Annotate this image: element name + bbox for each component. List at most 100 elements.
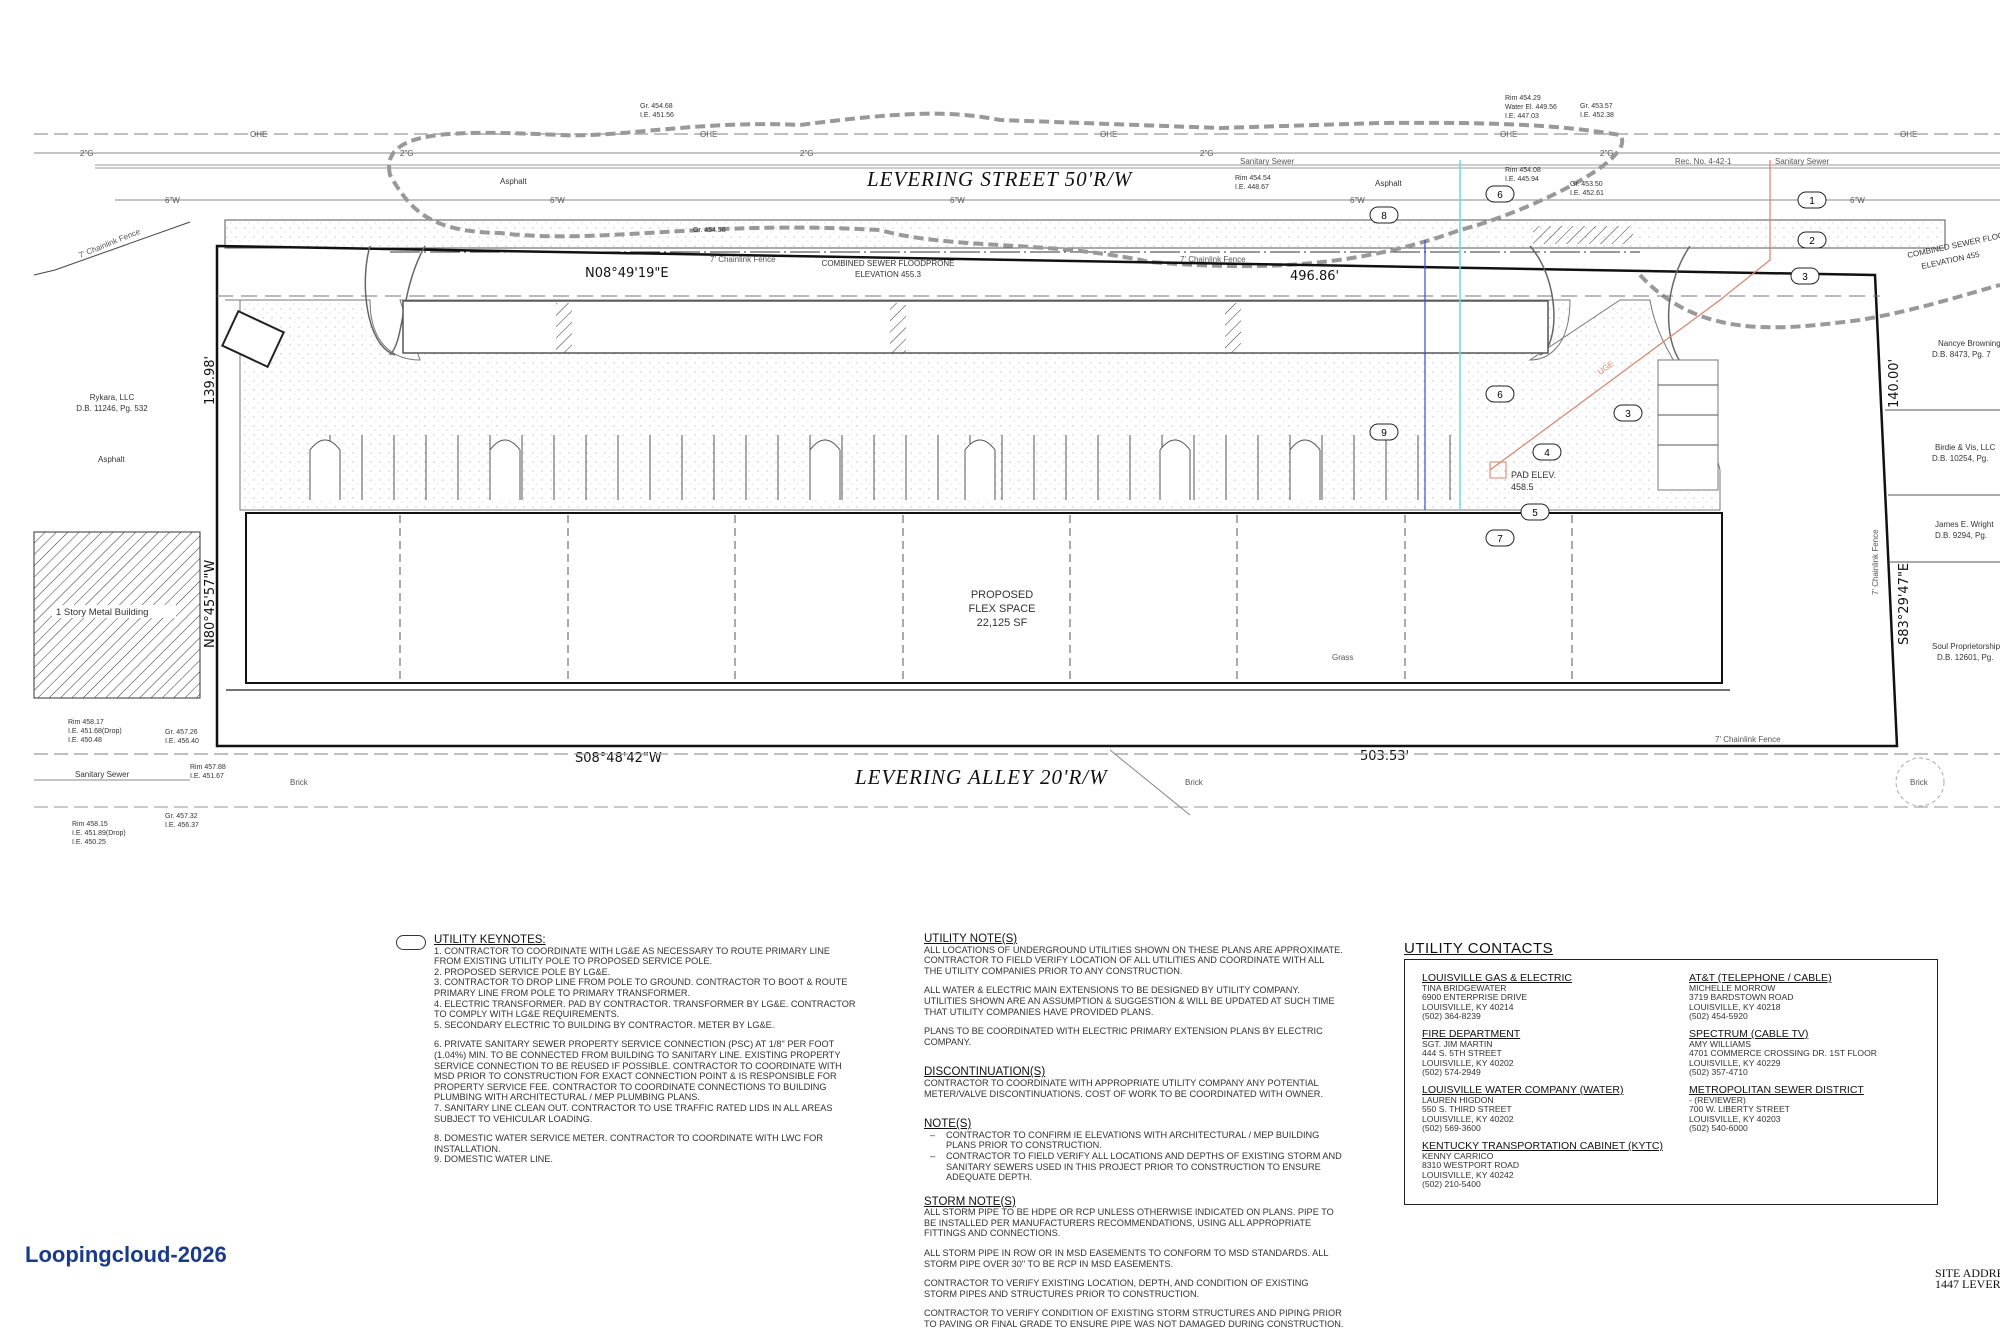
owner-deed: D.B. 12601, Pg. xyxy=(1937,653,1993,662)
contact-line: TINA BRIDGEWATER xyxy=(1422,982,1507,993)
ohe-label: OHE xyxy=(1900,130,1917,139)
owner-deed: D.B. 9294, Pg. xyxy=(1935,531,1987,540)
owner-name: Rykara, LLC xyxy=(90,393,135,402)
callout-number: 6 xyxy=(1497,190,1503,201)
ohe-label: OHE xyxy=(1100,130,1117,139)
site-address: SITE ADDRESS 1447 LEVERING xyxy=(1935,1267,2000,1291)
bearing-east: S83°29'47"E xyxy=(1897,563,1912,645)
structure-label: Gr. 457.32 xyxy=(165,813,198,820)
site-address-value: 1447 LEVERING xyxy=(1935,1277,2000,1291)
structure-label: I.E. 448.67 xyxy=(1235,184,1269,191)
keynote-item: 5. SECONDARY ELECTRIC TO BUILDING BY CON… xyxy=(434,1019,775,1030)
contact-company: AT&T (TELEPHONE / CABLE) xyxy=(1689,972,1832,984)
callout-bubble xyxy=(1369,423,1399,441)
contact-line: LOUISVILLE, KY 40214 xyxy=(1422,1001,1514,1012)
structure-label: Rim 458.15 xyxy=(72,821,108,828)
callout-number: 3 xyxy=(1625,409,1631,420)
callout-number: 5 xyxy=(1532,508,1538,519)
keynote-item: 6. PRIVATE SANITARY SEWER PROPERTY SERVI… xyxy=(434,1039,842,1103)
parking-island-end xyxy=(1159,439,1191,500)
structure-label: I.E. 452.38 xyxy=(1580,112,1614,119)
owner-deed: D.B. 11246, Pg. 532 xyxy=(76,404,148,413)
floodprone-label: ELEVATION 455.3 xyxy=(855,270,922,279)
distance-south: 503.53' xyxy=(1360,749,1409,764)
structure-label: I.E. 447.03 xyxy=(1505,113,1539,120)
north-utility-lines xyxy=(34,133,2000,201)
callout-number: 3 xyxy=(1802,272,1808,283)
contact-line: 550 S. THIRD STREET xyxy=(1422,1104,1512,1115)
structure-label: I.E. 451.89(Drop) xyxy=(72,830,126,837)
contact-line: (502) 454-5920 xyxy=(1689,1011,1748,1022)
callout-number: 6 xyxy=(1497,390,1503,401)
pad-elev-label: PAD ELEV. xyxy=(1511,470,1556,480)
structure-label: Rim 454.54 xyxy=(1235,175,1271,182)
structure-label: I.E. 450.48 xyxy=(68,737,102,744)
callout-number: 9 xyxy=(1381,428,1387,439)
water-label: 6"W xyxy=(950,196,965,205)
contact-company: LOUISVILLE GAS & ELECTRIC xyxy=(1422,972,1572,984)
contact-entry: KENTUCKY TRANSPORTATION CABINET (KYTC)KE… xyxy=(1422,1141,1672,1190)
structure-label: Rim 454.08 xyxy=(1505,167,1541,174)
owner-name: Birdie & Vis, LLC xyxy=(1935,443,1996,452)
storm-note: CONTRACTOR TO VERIFY CONDITION OF EXISTI… xyxy=(924,1308,1344,1330)
contact-company: METROPOLITAN SEWER DISTRICT xyxy=(1689,1083,1864,1096)
brick-label: Brick xyxy=(290,778,309,787)
rec-no-label: Rec. No. 4-42-1 xyxy=(1675,157,1732,166)
structure-label: Water El. 449.56 xyxy=(1505,104,1557,111)
keynote-item: 2. PROPOSED SERVICE POLE BY LG&E. xyxy=(434,966,611,977)
gas-label: 2"G xyxy=(800,149,814,158)
contact-line: (502) 210-5400 xyxy=(1422,1179,1481,1190)
callout-number: 7 xyxy=(1497,534,1503,545)
utility-line-labels: OHE OHE OHE OHE OHE 2"G 2"G 2"G 2"G 2"G … xyxy=(80,130,1917,205)
callout-bubble xyxy=(1613,404,1643,422)
keynote-item: 1. CONTRACTOR TO COORDINATE WITH LG&E AS… xyxy=(434,945,830,967)
keynote-item: 8. DOMESTIC WATER SERVICE METER. CONTRAC… xyxy=(434,1133,823,1154)
contact-entry: METROPOLITAN SEWER DISTRICT- (REVIEWER)7… xyxy=(1689,1083,1939,1134)
contact-entry: LOUISVILLE WATER COMPANY (WATER)LAUREN H… xyxy=(1422,1085,1672,1134)
distance-east: 140.00' xyxy=(1887,359,1902,408)
street-label-north: LEVERING STREET 50'R/W xyxy=(866,167,1134,191)
discontinuation-note: CONTRACTOR TO COORDINATE WITH APPROPRIAT… xyxy=(924,1077,1323,1099)
callout-bubble xyxy=(1797,191,1827,209)
callout-number: 1 xyxy=(1809,196,1815,207)
ohe-label: OHE xyxy=(250,130,267,139)
grass-label: Grass xyxy=(1332,653,1353,662)
structure-label: I.E. 456.40 xyxy=(165,738,199,745)
water-label: 6"W xyxy=(1850,196,1865,205)
parking-island-end xyxy=(964,439,996,500)
callout-bubble xyxy=(1790,267,1820,285)
keynote-item: 7. SANITARY LINE CLEAN OUT. CONTRACTOR T… xyxy=(434,1102,833,1124)
contact-line: 700 W. LIBERTY STREET xyxy=(1689,1104,1790,1115)
structure-label: Gr. 453.57 xyxy=(1580,103,1613,110)
structure-label: Gr. 457.26 xyxy=(165,729,198,736)
notes-section: UTILITY NOTE(S) ALL LOCATIONS OF UNDERGR… xyxy=(924,933,1344,1339)
ohe-label: OHE xyxy=(1500,130,1517,139)
structure-label: I.E. 456.37 xyxy=(165,822,199,829)
floodprone-boundary xyxy=(387,111,2000,330)
parking-island xyxy=(402,300,1549,354)
contact-line: (502) 540-6000 xyxy=(1689,1123,1748,1134)
utility-note: ALL WATER & ELECTRIC MAIN EXTENSIONS TO … xyxy=(924,985,1335,1017)
street-label-south: LEVERING ALLEY 20'R/W xyxy=(854,765,1109,789)
callout-number: 8 xyxy=(1381,211,1387,222)
fence-label: 7' Chainlink Fence xyxy=(710,255,776,264)
contact-line: LOUISVILLE, KY 40242 xyxy=(1422,1169,1514,1180)
owner-deed: D.B. 8473, Pg. 7 xyxy=(1932,350,1991,359)
electric-line xyxy=(1489,160,1771,471)
water-label: 6"W xyxy=(550,196,565,205)
general-note: CONTRACTOR TO CONFIRM IE ELEVATIONS WITH… xyxy=(946,1130,1344,1151)
metal-building-label: 1 Story Metal Building xyxy=(56,607,148,618)
fence-label: 7' Chainlink Fence xyxy=(1180,255,1246,264)
distance-north: 496.86' xyxy=(1290,269,1339,284)
contact-company: SPECTRUM (CABLE TV) xyxy=(1689,1027,1809,1040)
contact-line: Louisville, KY 40202 xyxy=(1422,1057,1514,1068)
asphalt-label: Asphalt xyxy=(98,455,125,464)
owner-name: Nancye Browning xyxy=(1938,339,2000,348)
structure-label: I.E. 451.67 xyxy=(190,773,224,780)
contact-line: 444 S. 5th Street xyxy=(1422,1048,1502,1059)
storm-note: ALL STORM PIPE IN ROW OR IN MSD EASEMENT… xyxy=(924,1248,1329,1269)
